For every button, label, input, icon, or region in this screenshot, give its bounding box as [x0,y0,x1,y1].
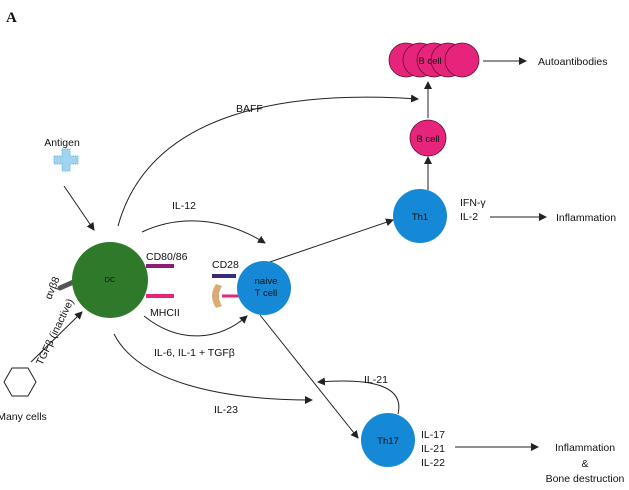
naive-t-cell [237,261,291,315]
il22-label: IL-22 [421,457,445,469]
cd80-86-label: CD80/86 [146,251,188,263]
bone-destruction-label: Bone destruction [546,473,625,485]
arrow-antigen-to-dc [63,185,95,231]
arrow-tgfb [30,311,83,363]
inflammation-label-1: Inflammation [556,212,616,224]
b-cell-cluster-circle [444,42,480,78]
il21-loop-label: IL-21 [364,374,388,386]
th1-cell [393,189,447,243]
naive-t-label-1: naive [255,276,278,287]
arrow-il21-loop [317,377,400,415]
many-cells-label: Many cells [0,411,47,423]
il23-label: IL-23 [214,404,238,416]
il2-label: IL-2 [460,211,478,223]
antigen-icon [53,148,79,172]
th17-cell [361,413,415,467]
baff-label: BAFF [236,103,263,115]
arrow-il12 [141,220,266,244]
il12-label: IL-12 [172,200,196,212]
arrow-il6 [143,315,248,337]
autoantibodies-label: Autoantibodies [538,56,607,68]
inflammation-label-2: Inflammation [555,442,615,454]
cd28-label: CD28 [212,259,239,271]
dendritic-cell [72,242,148,318]
il21-label: IL-21 [421,443,445,455]
th17-label: Th17 [377,436,399,447]
il17-label: IL-17 [421,429,445,441]
arrow-baff [117,94,419,227]
il6-il1-tgfb-label: IL-6, IL-1 + TGFβ [154,347,235,359]
dc-label: DC [105,275,116,284]
panel-label: A [6,10,17,26]
b-cell-small-label: B cell [416,134,439,145]
many-cells-hexagon-icon [3,367,37,397]
mhcii-label: MHCII [150,307,180,319]
arrow-naive-to-th17 [259,314,359,439]
b-cell-cluster-label: B cell [418,56,441,67]
b-cell-cluster: B cell [388,42,480,78]
tcr-receptor [212,284,222,308]
ampersand-label: & [581,458,588,470]
tgfb-inactive-label: TGFβ (inactive) [34,297,77,367]
arrow-il23 [113,333,313,404]
ifn-gamma-label: IFN-γ [460,197,486,209]
th1-label: Th1 [412,212,428,223]
antigen-label: Antigen [44,137,80,149]
naive-t-label-2: T cell [255,288,278,299]
b-cell-small [409,119,447,157]
arrow-naive-to-th1 [263,218,394,265]
